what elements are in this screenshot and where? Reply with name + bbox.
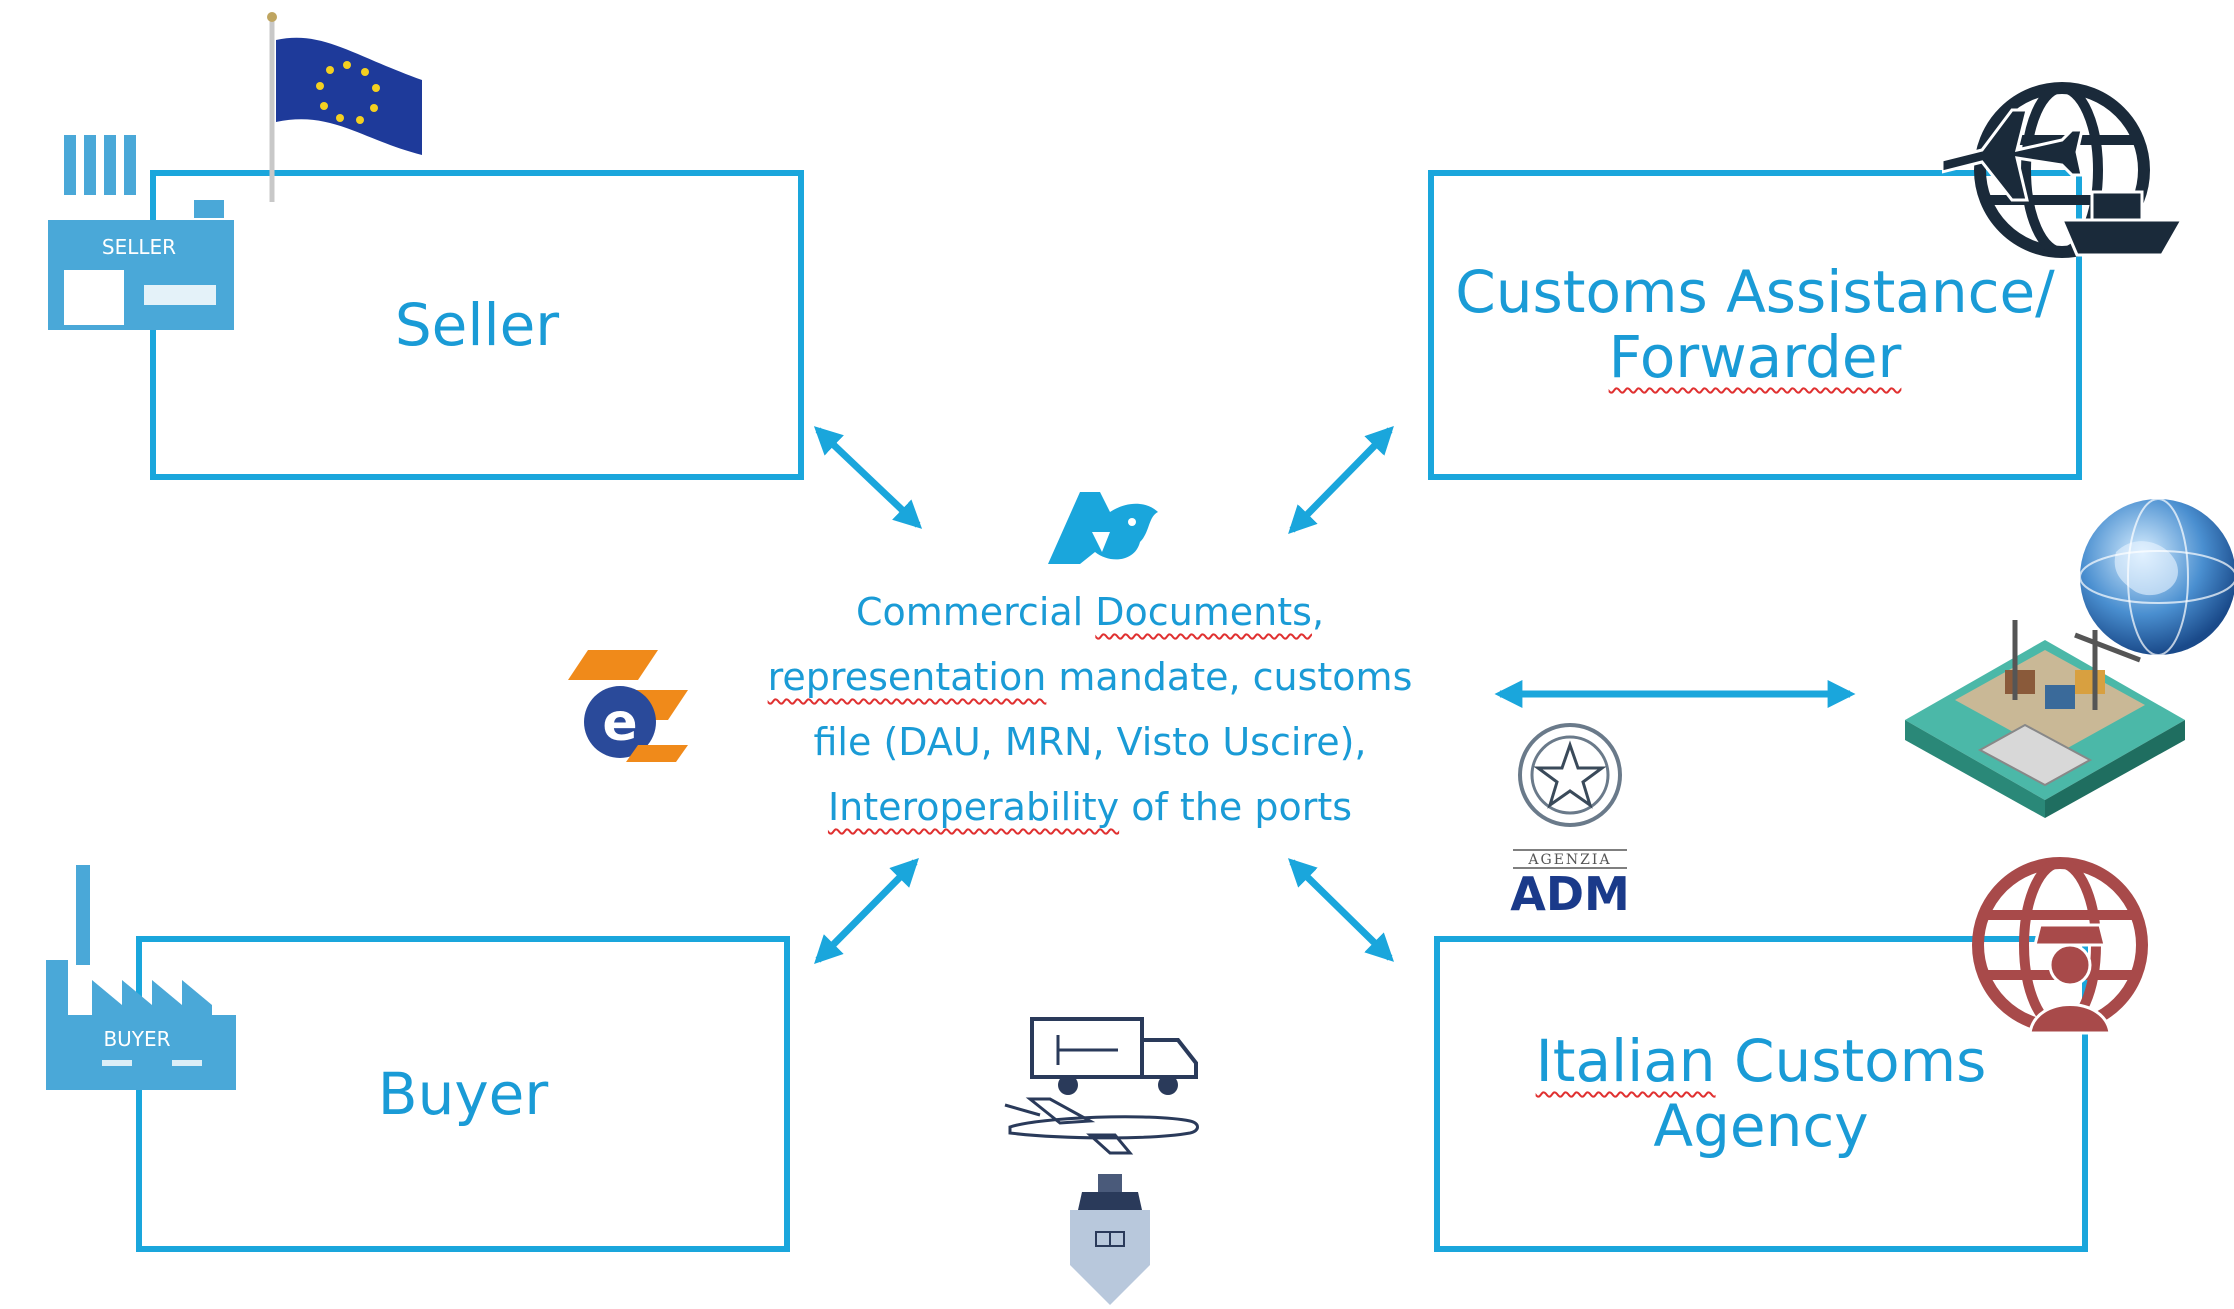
ship-icon bbox=[1070, 1174, 1150, 1305]
center-line2a: representation bbox=[767, 655, 1047, 699]
center-line1b: Documents bbox=[1095, 590, 1312, 634]
adm-emblem-icon: AGENZIA ADM bbox=[1510, 723, 1630, 920]
arrow-italian-customs bbox=[1287, 858, 1395, 962]
customs-assistance-line1: Customs Assistance/ bbox=[1455, 258, 2055, 327]
arrow-buyer bbox=[814, 858, 919, 964]
center-line1a: Commercial bbox=[855, 590, 1096, 634]
customs-officer-icon bbox=[1972, 857, 2148, 1035]
adm-small-text: AGENZIA bbox=[1527, 852, 1611, 868]
seller-factory-icon: SELLER bbox=[48, 135, 234, 330]
center-line2b: mandate, customs bbox=[1046, 655, 1413, 699]
center-line1c: , bbox=[1311, 590, 1325, 634]
adm-large-text: ADM bbox=[1510, 867, 1630, 920]
customs-assistance-line2: Forwarder bbox=[1608, 323, 1902, 391]
buyer-factory-icon: BUYER bbox=[46, 865, 236, 1090]
airplane-icon bbox=[1004, 1097, 1199, 1155]
seller-label: Seller bbox=[394, 290, 560, 359]
italian-customs-line1b: Customs bbox=[1715, 1027, 1987, 1096]
seller-box: Seller bbox=[150, 170, 804, 480]
buyer-box: Buyer bbox=[136, 936, 790, 1252]
seller-factory-text: SELLER bbox=[102, 235, 176, 259]
customs-assistance-label: Customs Assistance/ Forwarder bbox=[1455, 260, 2054, 390]
italian-customs-box: Italian Customs Agency bbox=[1434, 936, 2088, 1252]
svg-text:e: e bbox=[602, 693, 637, 753]
buyer-factory-text: BUYER bbox=[103, 1027, 170, 1051]
center-line4b: of the ports bbox=[1119, 785, 1353, 829]
arrow-seller bbox=[813, 426, 923, 529]
center-description: Commercial Documents, representation man… bbox=[740, 580, 1440, 840]
earth-globe-icon bbox=[2079, 498, 2234, 656]
center-line4a: Interoperability bbox=[827, 785, 1120, 829]
buyer-label: Buyer bbox=[377, 1059, 549, 1128]
agenzia-entrate-logo-icon: e bbox=[568, 650, 688, 762]
rhino-logo-icon bbox=[1048, 492, 1158, 564]
italian-customs-line1a: Italian bbox=[1535, 1027, 1716, 1096]
eu-flag-icon bbox=[267, 12, 422, 202]
customs-assistance-box: Customs Assistance/ Forwarder bbox=[1428, 170, 2082, 480]
arrow-customs-assistance bbox=[1288, 426, 1394, 534]
center-line3: file (DAU, MRN, Visto Uscire), bbox=[813, 720, 1367, 764]
truck-icon bbox=[1030, 1017, 1198, 1095]
italian-customs-line2: Agency bbox=[1653, 1092, 1869, 1160]
port-terminal-icon bbox=[1905, 620, 2185, 818]
global-logistics-icon bbox=[1942, 82, 2185, 258]
italian-customs-label: Italian Customs Agency bbox=[1536, 1029, 1987, 1159]
